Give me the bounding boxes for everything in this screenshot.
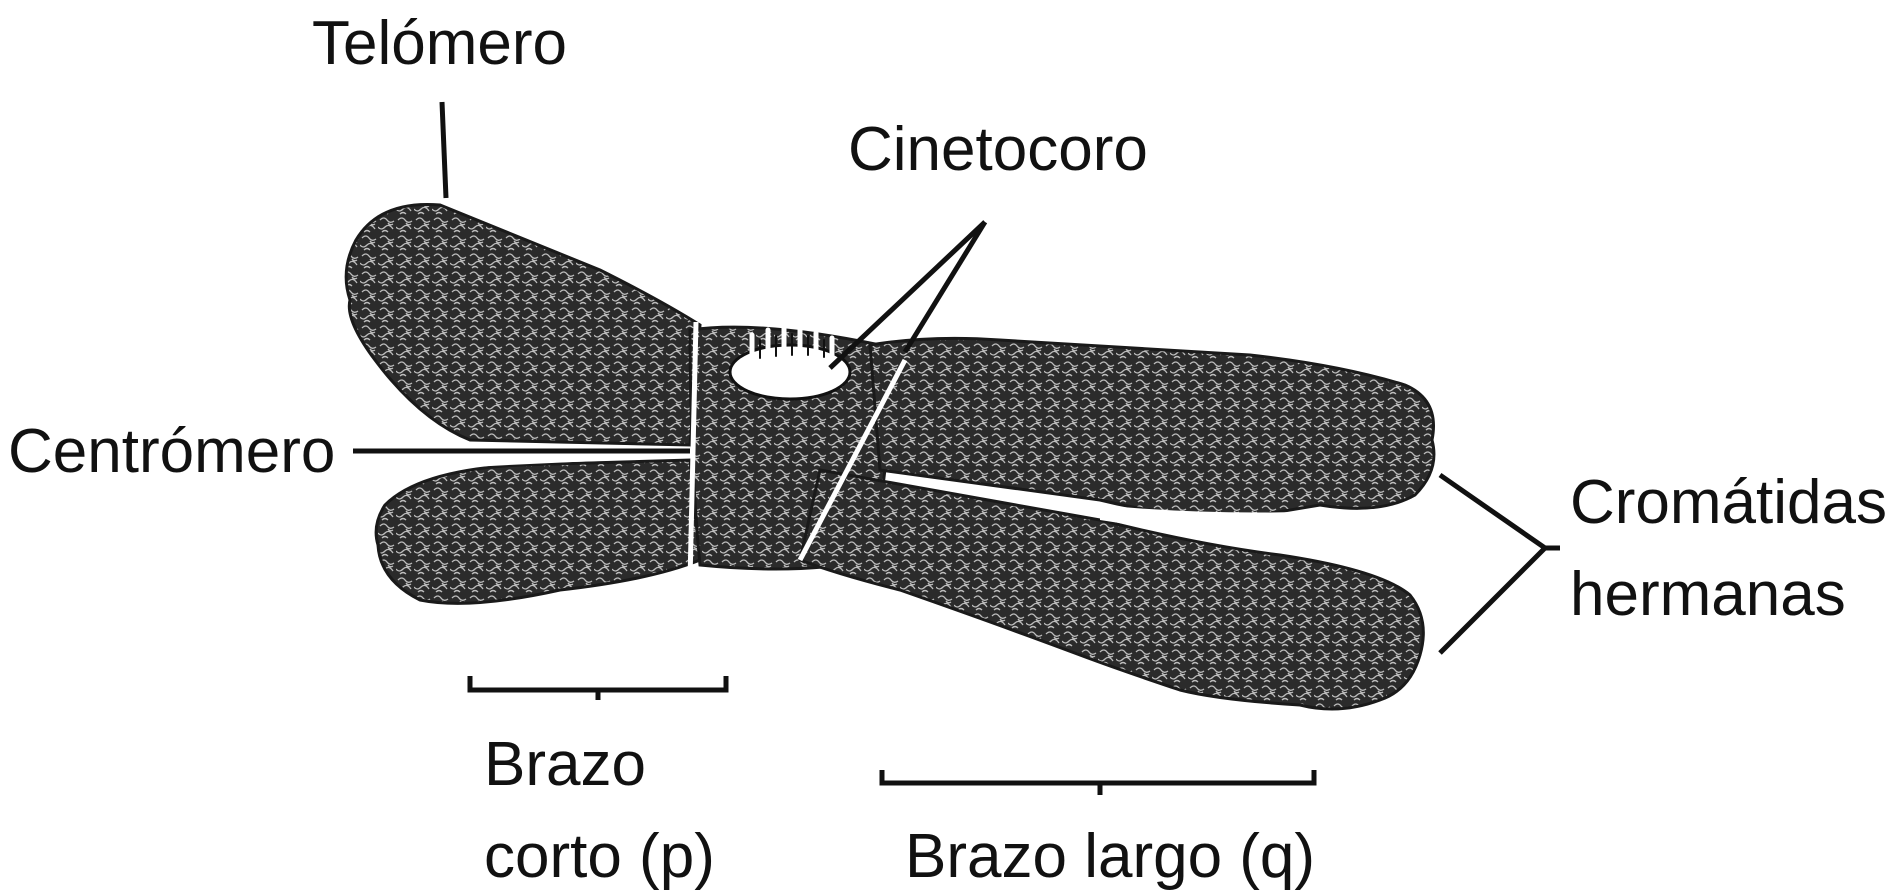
label-brazo-corto-line2: corto (p) <box>484 822 715 891</box>
brazo-corto-bracket <box>467 676 729 693</box>
cinetocoro-leader-line-1 <box>828 220 987 370</box>
leader-lines <box>353 101 1560 795</box>
cromatidas-bracket <box>1438 472 1549 655</box>
label-brazo-corto-line1: Brazo <box>484 730 646 799</box>
label-telomero: Telómero <box>312 9 567 78</box>
lower-right-chromatid-arm <box>798 468 1425 711</box>
centromere-division-line <box>687 321 699 581</box>
label-centromero: Centrómero <box>8 417 335 486</box>
brazo-largo-bracket <box>879 770 1317 786</box>
chromatid-gap-right <box>1100 505 1432 534</box>
label-cinetocoro: Cinetocoro <box>848 115 1148 184</box>
lower-left-chromatid-arm <box>374 458 702 605</box>
upper-left-chromatid-arm <box>344 202 702 447</box>
diagonal-division-line <box>797 358 908 562</box>
label-cromatidas-line2: hermanas <box>1570 560 1846 629</box>
telomero-leader-line <box>439 101 449 199</box>
cinetocoro-leader-line-2 <box>902 220 988 354</box>
chromosome <box>344 202 1436 711</box>
label-cromatidas-line1: Cromátidas <box>1570 468 1887 537</box>
upper-right-chromatid-arm <box>868 336 1436 518</box>
kinetochore <box>728 325 852 401</box>
label-brazo-largo: Brazo largo (q) <box>905 822 1315 891</box>
